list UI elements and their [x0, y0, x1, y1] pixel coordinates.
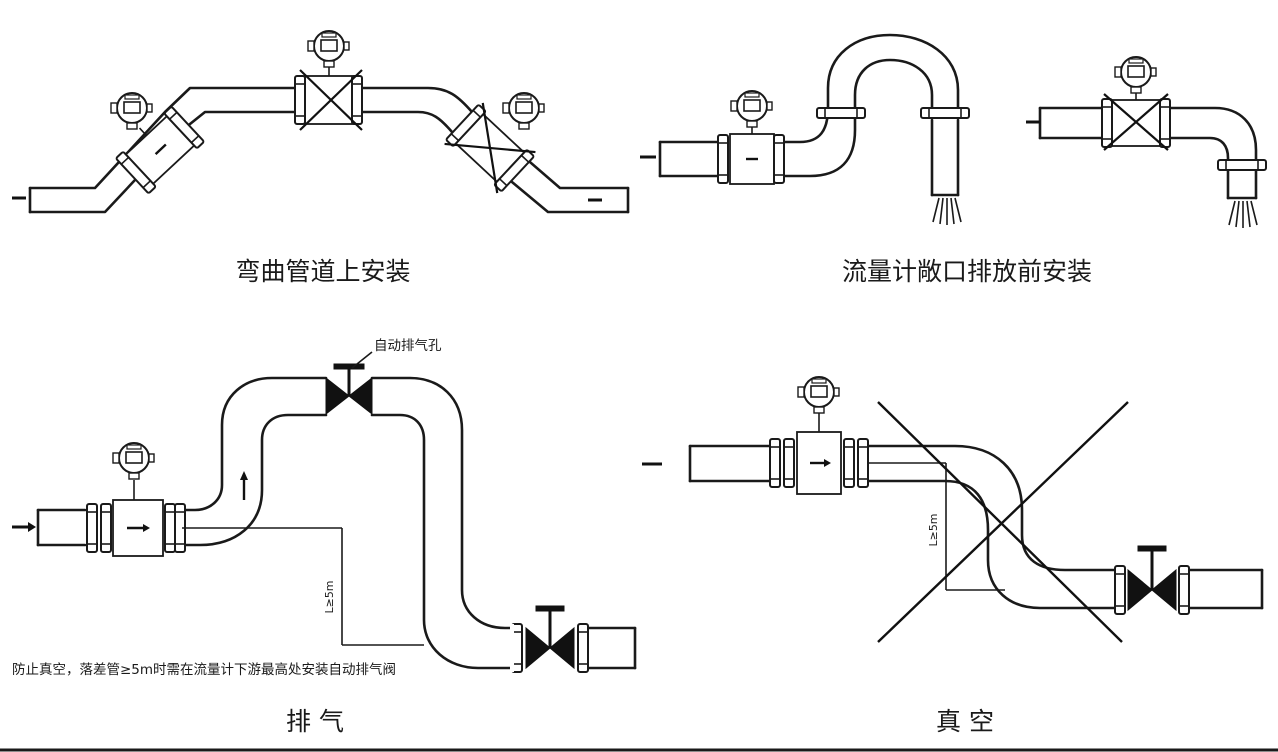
panel-bent-pipe: 弯曲管道上安装 — [12, 30, 630, 286]
vent-valve-label: 自动排气孔 — [374, 338, 442, 354]
caption-bent-pipe: 弯曲管道上安装 — [235, 257, 410, 286]
panel-open-discharge: 流量计敞口排放前安装 — [640, 33, 1267, 286]
panel-venting: 自动排气孔 L≥5m 防止真空，落差管≥5m时需在流量计下游最高处安 — [12, 338, 637, 736]
caption-open-discharge: 流量计敞口排放前安装 — [842, 257, 1092, 286]
panel-vacuum: L≥5m 真 空 — [642, 376, 1264, 736]
venting-dimension-label: L≥5m — [323, 580, 336, 613]
caption-venting: 排 气 — [286, 707, 344, 736]
caption-vacuum: 真 空 — [936, 707, 994, 736]
vacuum-dimension-label: L≥5m — [927, 513, 940, 546]
venting-note: 防止真空，落差管≥5m时需在流量计下游最高处安装自动排气阀 — [12, 661, 396, 678]
